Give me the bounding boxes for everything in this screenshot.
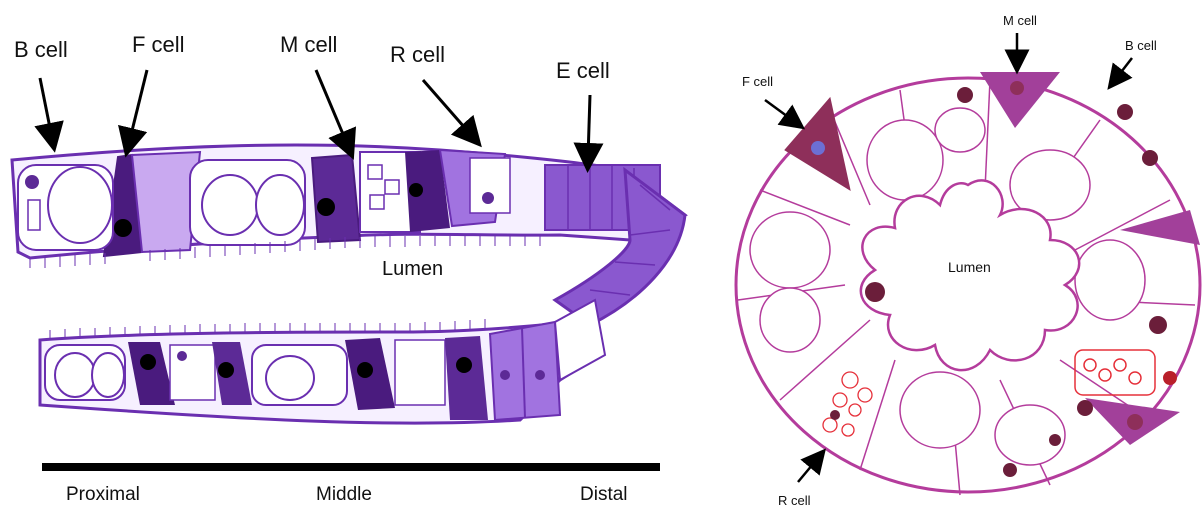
cross-label-m-cell: M cell (1003, 13, 1037, 28)
label-e-cell: E cell (556, 58, 610, 83)
lower-b-cell-2 (252, 345, 347, 405)
upper-r-cell-2 (470, 158, 510, 213)
arrow-e-cell (588, 95, 590, 158)
cross-arrow-r-cell (798, 458, 818, 482)
lower-m-cell-nucleus (218, 362, 234, 378)
upper-f-cell-nucleus (114, 219, 132, 237)
axis-label-middle: Middle (316, 484, 372, 505)
label-r-cell: R cell (390, 42, 445, 67)
label-lumen: Lumen (382, 258, 443, 280)
lower-e-cells (490, 322, 560, 420)
lower-r-cell-3 (555, 300, 605, 380)
axis-label-distal: Distal (580, 484, 628, 505)
arrow-m-cell (316, 70, 348, 146)
longitudinal-section: B cell F cell M cell R cell E cell Lumen… (12, 32, 690, 505)
arrow-r-cell (423, 80, 472, 136)
cross-arrow-b-cell (1115, 58, 1132, 80)
lower-dark-cell-nucleus (357, 362, 373, 378)
upper-m-cell (312, 155, 360, 242)
lower-r-cell-2 (395, 340, 445, 405)
upper-b-cell-2 (190, 160, 305, 245)
cross-r-cell-nucleus (1163, 371, 1177, 385)
cross-label-f-cell: F cell (742, 74, 773, 89)
cross-m-cell-lower-nucleus (1127, 414, 1143, 430)
cross-arrow-f-cell (765, 100, 795, 122)
upper-m-cell-nucleus (317, 198, 335, 216)
label-f-cell: F cell (132, 32, 185, 57)
lower-f-cell-nucleus (140, 354, 156, 370)
arrow-b-cell (40, 78, 52, 138)
axis-bar (42, 463, 660, 471)
upper-dark-cell-nucleus (409, 183, 423, 197)
label-m-cell: M cell (280, 32, 337, 57)
lower-r-cell (170, 345, 215, 400)
label-b-cell: B cell (14, 37, 68, 62)
cross-section: M cell B cell F cell R cell Lumen (736, 13, 1200, 508)
cross-m-cell-nucleus (1010, 81, 1024, 95)
lower-dark-cell-2-nucleus (456, 357, 472, 373)
cross-f-cell-nucleus (811, 141, 825, 155)
axis-label-proximal: Proximal (66, 484, 140, 505)
cross-label-r-cell: R cell (778, 493, 811, 508)
upper-b-cell (18, 165, 113, 250)
lower-b-cell (45, 345, 125, 400)
cross-label-lumen: Lumen (948, 259, 991, 275)
arrow-f-cell (129, 70, 147, 143)
cross-label-b-cell: B cell (1125, 38, 1157, 53)
